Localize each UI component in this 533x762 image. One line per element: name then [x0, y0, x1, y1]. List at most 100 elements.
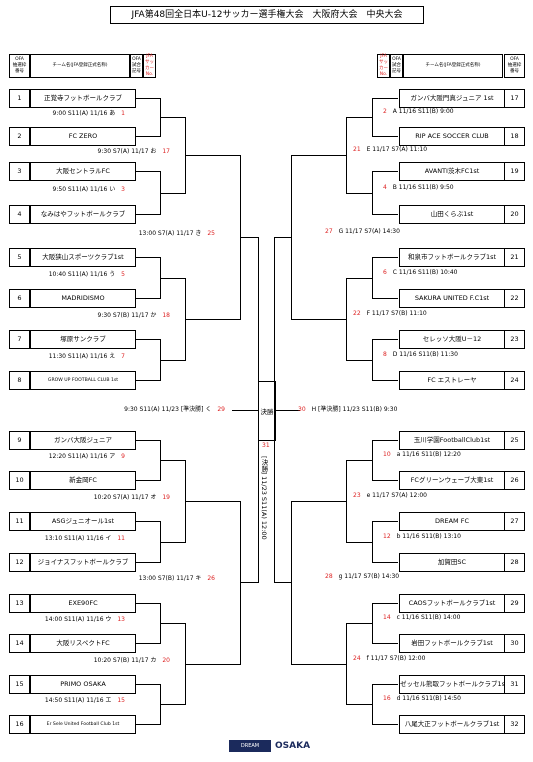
team-name: 山田くらぶ1st [399, 205, 505, 224]
bracket-line [160, 460, 185, 461]
bracket-line [240, 236, 258, 238]
bracket-line [185, 500, 240, 502]
match-number: 11 [117, 534, 125, 542]
match-label: 13:00 S7(A) 11/17 き 25 [139, 228, 215, 237]
bracket-line [373, 643, 398, 644]
match-number: 6 [383, 268, 387, 276]
match-info: e 11/17 S7(A) 12:00 [366, 491, 427, 499]
bracket-line [135, 339, 160, 340]
bracket-line [347, 623, 372, 624]
match-label: 10:20 S7(A) 11/17 オ 19 [94, 492, 170, 501]
match-info: 11:30 S11(A) 11/16 え [48, 352, 116, 360]
match-label: 11:30 S11(A) 11/16 え 7 [49, 351, 125, 360]
team-draw-no: 31 [504, 675, 525, 694]
match-label: 13:00 S7(B) 11/17 キ 26 [139, 573, 215, 582]
team-name: ガンバ大阪ジュニア [30, 431, 136, 450]
bracket-line [373, 171, 398, 172]
bracket-line [292, 500, 347, 502]
bracket-line [347, 460, 372, 461]
bracket-line [135, 298, 160, 299]
bracket-line [373, 562, 398, 563]
match-number: 2 [383, 108, 387, 115]
header-team-name-left: チーム名(JFA登録正式名称) [30, 54, 130, 78]
match-number: 20 [162, 656, 170, 664]
bracket-line [135, 562, 160, 563]
match-label: 9:50 S11(A) 11/16 い 3 [53, 184, 125, 193]
header-team-name-right: チーム名(JFA登録正式名称) [403, 54, 503, 78]
team-name: 新金岡FC [30, 471, 136, 490]
match-label: 14:00 S11(A) 11/16 ウ 13 [45, 614, 125, 623]
match-info: 13:00 S7(A) 11/17 き [138, 229, 202, 237]
team-name: FCグリーンウェーブ大東1st [399, 471, 505, 490]
team-draw-no: 1 [9, 89, 30, 108]
match-label: 16 d 11/16 S11(B) 14:50 [383, 695, 461, 702]
match-info: 9:30 S11(A) 11/23 [準決勝] く [124, 406, 212, 413]
match-label: 12 b 11/16 S11(B) 13:10 [383, 533, 461, 540]
match-label: 10:40 S11(A) 11/16 う 5 [49, 269, 125, 278]
match-label: 30 H [準決勝] 11/23 S11(B) 9:30 [298, 404, 397, 413]
match-info: b 11/16 S11(B) 13:10 [396, 532, 461, 540]
bracket-line [160, 359, 185, 361]
bracket-line [347, 192, 372, 194]
team-name: セレッソ大阪U－12 [399, 330, 505, 349]
bracket-line [160, 623, 185, 624]
team-draw-no: 21 [504, 248, 525, 267]
match-number: 15 [117, 697, 125, 704]
bracket-line [135, 257, 160, 258]
team-draw-no: 28 [504, 553, 525, 572]
bracket-line [373, 339, 398, 340]
match-number: 18 [162, 311, 170, 319]
team-name: なみはやフットボールクラブ [30, 205, 136, 224]
bracket-line [373, 298, 398, 299]
match-label: 2 A 11/16 S11(B) 9:00 [383, 108, 454, 115]
bracket-line [347, 359, 372, 361]
match-label: 6 C 11/16 S11(B) 10:40 [383, 269, 457, 276]
bracket-line [347, 541, 372, 543]
bracket-line [274, 236, 275, 584]
match-info: 13:00 S7(B) 11/17 キ [138, 575, 202, 583]
bracket-line [240, 582, 258, 584]
match-number: 14 [383, 614, 391, 621]
bracket-line [373, 684, 398, 685]
team-name: 正覚寺フットボールクラブ [30, 89, 136, 108]
bracket-line [372, 98, 373, 137]
match-info: E 11/17 S7(A) 11:10 [366, 145, 428, 153]
team-name: ゼッセル熊取フットボールクラブ1st [399, 675, 505, 694]
match-label: 22 F 11/17 S7(B) 11:10 [353, 310, 427, 317]
match-label: 13:10 S11(A) 11/16 イ 11 [45, 533, 125, 542]
team-draw-no: 25 [504, 431, 525, 450]
team-draw-no: 10 [9, 471, 30, 490]
bracket-line [347, 117, 372, 118]
match-label: 9:30 S7(B) 11/17 か 18 [98, 310, 170, 319]
team-name: EXE90FC [30, 594, 136, 613]
match-label: 14 c 11/16 S11(B) 14:00 [383, 614, 460, 621]
bracket-line [258, 236, 259, 584]
team-name: 玉川学園FootballClub1st [399, 431, 505, 450]
team-name: 岩田フットボールクラブ1st [399, 634, 505, 653]
bracket-line [135, 724, 160, 725]
team-draw-no: 2 [9, 127, 30, 146]
osaka-logo: OSAKA [275, 741, 311, 751]
match-number: 30 [298, 406, 306, 413]
match-number: 9 [121, 453, 125, 460]
bracket-line [160, 117, 185, 118]
team-draw-no: 30 [504, 634, 525, 653]
match-number: 10 [383, 451, 391, 458]
bracket-line [135, 171, 160, 172]
bracket-line [372, 603, 373, 644]
team-name: DREAM FC [399, 512, 505, 531]
bracket-line [274, 410, 300, 411]
team-draw-no: 14 [9, 634, 30, 653]
team-draw-no: 26 [504, 471, 525, 490]
team-name: RIP ACE SOCCER CLUB [399, 127, 505, 146]
match-label: 28 g 11/17 S7(B) 14:30 [325, 573, 399, 580]
match-number: 22 [353, 309, 361, 317]
team-name: SAKURA UNITED F.C1st [399, 289, 505, 308]
match-number: 25 [207, 229, 215, 237]
match-label: 14:50 S11(A) 11/16 エ 15 [45, 695, 125, 704]
match-number: 5 [121, 270, 125, 278]
team-name: 加賀田SC [399, 553, 505, 572]
bracket-line [373, 603, 398, 604]
team-draw-no: 32 [504, 715, 525, 734]
match-number: 1 [121, 110, 125, 117]
